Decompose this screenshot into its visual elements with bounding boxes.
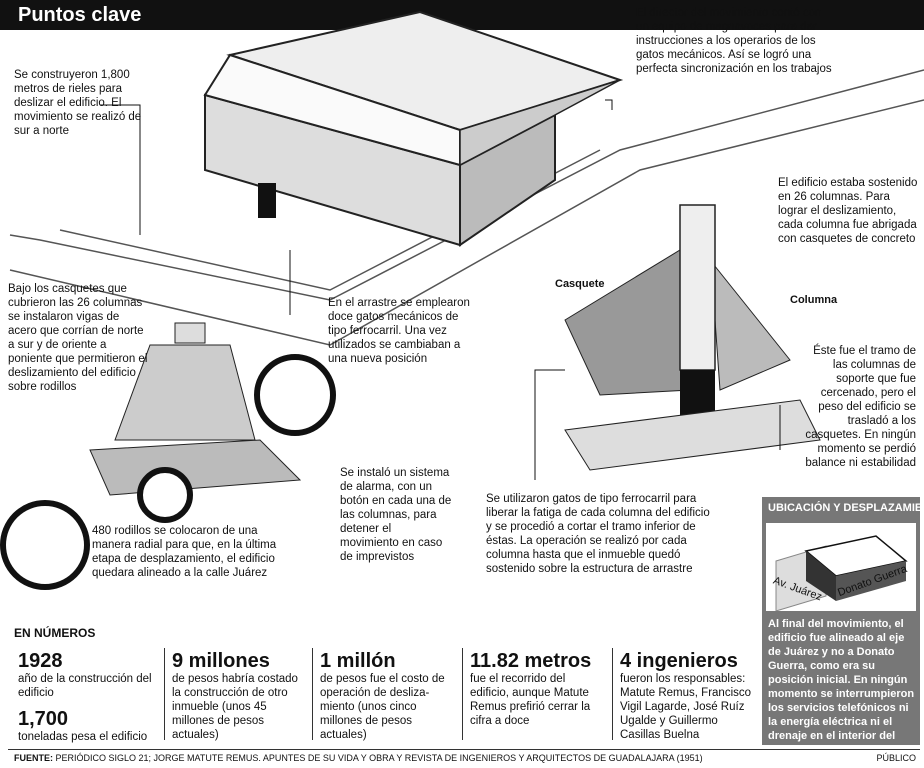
sidebar-title: UBICACIÓN Y DESPLAZAMIENTO: [768, 502, 924, 514]
divider: [312, 648, 313, 740]
location-sidebar: UBICACIÓN Y DESPLAZAMIENTO Av. Juárez Do…: [762, 497, 924, 756]
note-cut: Éste fue el tramo de las columnas de sop…: [805, 345, 916, 469]
casquete-detail: [0, 322, 336, 590]
map-drawing: [775, 535, 908, 611]
page-title: Puntos clave: [18, 4, 142, 26]
numbers-title: EN NÚMEROS: [14, 626, 96, 640]
note-director: El director del movimiento contó con un …: [636, 7, 832, 75]
label-casquete: Casquete: [555, 278, 605, 290]
footer-credit: PÚBLICO: [876, 753, 916, 763]
divider: [164, 648, 165, 740]
divider: [462, 648, 463, 740]
note-columns: El edificio estaba sostenido en 26 colum…: [778, 177, 918, 245]
divider: [612, 648, 613, 740]
sidebar-text: Al final del movimiento, el edificio fue…: [768, 618, 915, 756]
illustration: [0, 10, 924, 590]
title-bar: Puntos clave: [0, 0, 924, 30]
note-alarm: Se instaló un sistema de alarma, con un …: [340, 467, 452, 563]
note-jacks: En el arrastre se emplearon doce gatos m…: [328, 297, 470, 365]
note-rails: Se construyeron 1,800 metros de rieles p…: [14, 69, 142, 137]
note-hydraulic: Se utilizaron gatos de tipo ferrocarril …: [486, 493, 710, 575]
leader-lines: [100, 99, 781, 480]
footer-divider: [8, 749, 920, 750]
note-rollers: 480 rodillos se colocaron de una manera …: [92, 525, 277, 579]
note-beams: Bajo los casquetes que cubrieron las 26 …: [8, 283, 148, 393]
footer-source: FUENTE: PERIÓDICO SIGLO 21; JORGE MATUTE…: [14, 753, 703, 763]
building: [203, 10, 624, 247]
label-columna: Columna: [790, 294, 838, 306]
column-detail: [564, 204, 821, 471]
location-map: Av. Juárez Donato Guerra: [766, 523, 916, 611]
